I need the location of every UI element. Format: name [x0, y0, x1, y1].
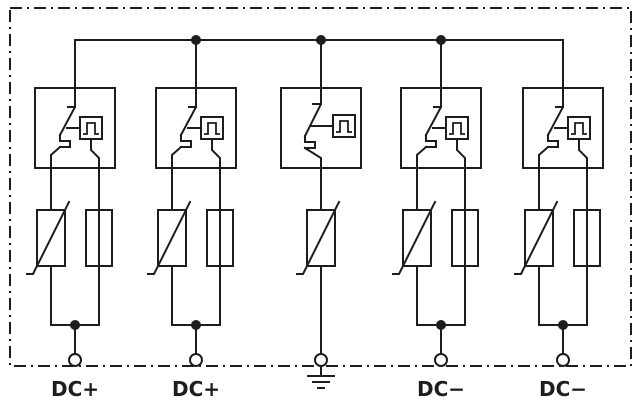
branch-wire [50, 39, 100, 355]
junction-dot [191, 320, 201, 330]
earth-icon [307, 365, 335, 389]
varistor-diagonal [296, 200, 341, 275]
status-indicator-icon [79, 116, 103, 140]
terminal-circle [434, 353, 448, 367]
status-indicator-icon [445, 116, 469, 140]
terminal-label: DC+ [51, 377, 99, 401]
terminal-label: DC− [539, 377, 587, 401]
varistor-diagonal [147, 200, 192, 275]
junction-dot [436, 320, 446, 330]
terminal-circle [556, 353, 570, 367]
step-function-glyph [449, 122, 465, 135]
junction-dot [558, 320, 568, 330]
fuse-icon [573, 209, 601, 267]
disconnector-switch-icon [50, 87, 100, 169]
varistor-icon [402, 209, 432, 267]
terminal-circle [189, 353, 203, 367]
varistor-icon [157, 209, 187, 267]
disconnector-switch-icon [171, 87, 221, 169]
varistor-diagonal [514, 200, 559, 275]
disconnector-switch-icon [303, 87, 334, 169]
fuse-icon [85, 209, 113, 267]
terminal-label: DC− [417, 377, 465, 401]
varistor-icon [524, 209, 554, 267]
terminal-circle [68, 353, 82, 367]
branch-dc-plus-2: DC+ [147, 39, 237, 401]
varistor-icon [306, 209, 336, 267]
branch-wire [416, 39, 466, 355]
step-function-glyph [83, 122, 99, 135]
status-indicator-icon [332, 114, 356, 138]
step-function-glyph [571, 122, 587, 135]
branch-dc-minus-2: DC− [514, 39, 604, 401]
step-function-glyph [336, 120, 352, 133]
varistor-diagonal [392, 200, 437, 275]
status-indicator-icon [567, 116, 591, 140]
junction-dot [70, 320, 80, 330]
status-indicator-icon [200, 116, 224, 140]
branch-wire [171, 39, 221, 355]
branch-wire [538, 39, 588, 355]
branch-dc-plus-1: DC+ [26, 39, 116, 401]
branch-dc-minus-1: DC− [392, 39, 482, 401]
varistor-icon [36, 209, 66, 267]
disconnector-switch-icon [416, 87, 466, 169]
fuse-icon [451, 209, 479, 267]
branch-earth [280, 39, 362, 389]
terminal-circle [314, 353, 328, 367]
varistor-diagonal [26, 200, 71, 275]
fuse-icon [206, 209, 234, 267]
disconnector-switch-icon [538, 87, 588, 169]
step-function-glyph [204, 122, 220, 135]
terminal-label: DC+ [172, 377, 220, 401]
